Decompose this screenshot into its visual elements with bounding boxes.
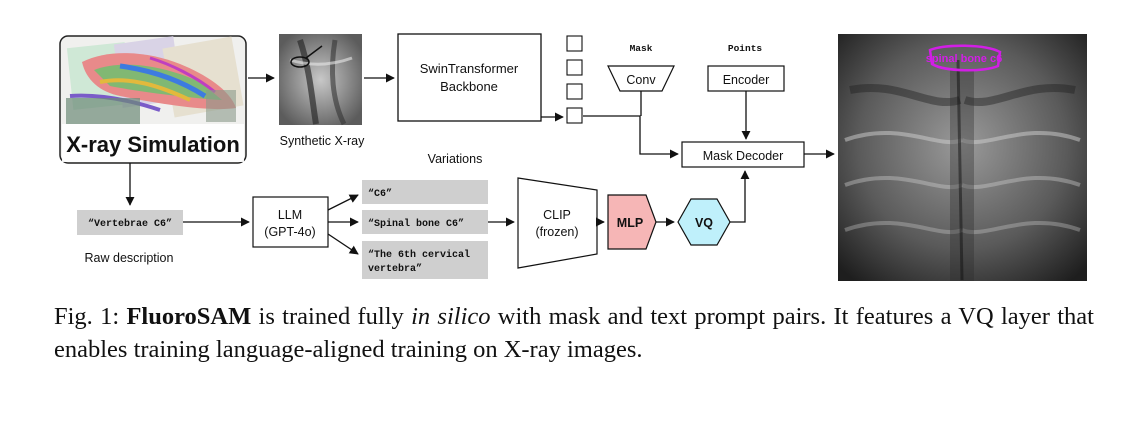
- llm-box: LLM (GPT-4o): [252, 196, 329, 248]
- llm-line2: (GPT-4o): [264, 225, 315, 239]
- simulation-render-image: [66, 36, 244, 124]
- caption-text-2: with mask and text prompt pairs. It feat…: [54, 303, 1094, 363]
- xray-simulation-panel: X-ray Simulation: [59, 35, 247, 164]
- variation-tag-2: “Spinal bone C6”: [362, 210, 488, 234]
- variation-1-text: “C6”: [368, 188, 392, 200]
- variation-tag-1: “C6”: [362, 180, 488, 204]
- encoder-box: Encoder: [707, 65, 785, 92]
- conv-label: Conv: [626, 73, 656, 87]
- output-xray-image: spinal bone c6: [838, 34, 1087, 281]
- encoder-label: Encoder: [723, 73, 770, 87]
- caption-bold-name: FluoroSAM: [126, 303, 252, 330]
- arrow-tokens-to-decoder: [583, 115, 679, 159]
- vq-block: VQ: [677, 198, 731, 246]
- arrow-llm-to-var1: [327, 194, 359, 211]
- caption-italic: in silico: [411, 303, 491, 330]
- mlp-block: MLP: [607, 194, 657, 250]
- vq-label: VQ: [695, 216, 713, 230]
- llm-line1: LLM: [278, 208, 302, 222]
- variation-3-line2: vertebra”: [368, 263, 422, 275]
- raw-description-label: Raw description: [85, 251, 174, 265]
- clip-block: CLIP (frozen): [517, 177, 598, 269]
- synthetic-xray-label: Synthetic X-ray: [280, 134, 366, 148]
- arrow-llm-to-var3: [327, 233, 359, 255]
- variation-3-line1: “The 6th cervical: [368, 249, 470, 261]
- backbone-line2: Backbone: [440, 79, 498, 94]
- clip-line1: CLIP: [543, 208, 571, 222]
- caption-prefix: Fig. 1:: [54, 303, 127, 330]
- variations-label: Variations: [428, 152, 483, 166]
- synthetic-xray-image: [279, 34, 362, 126]
- output-overlay-label: spinal bone c6: [926, 53, 1002, 65]
- arrow-vq-to-decoder: [730, 170, 750, 223]
- raw-description-tag: “Vertebrae C6”: [77, 210, 183, 235]
- xray-simulation-label: X-ray Simulation: [66, 132, 240, 157]
- figure-caption: Fig. 1: FluoroSAM is trained fully in si…: [54, 300, 1094, 366]
- mask-decoder-box: Mask Decoder: [681, 141, 805, 168]
- caption-text-1: is trained fully: [251, 303, 412, 330]
- points-header: Points: [728, 43, 763, 54]
- mlp-label: MLP: [617, 216, 643, 230]
- variation-2-text: “Spinal bone C6”: [368, 218, 464, 230]
- fluorosam-diagram: X-ray Simulation Synthetic X-ray SwinTra…: [59, 33, 1087, 281]
- swin-backbone-box: SwinTransformer Backbone: [397, 33, 542, 122]
- mask-decoder-label: Mask Decoder: [703, 149, 784, 163]
- backbone-line1: SwinTransformer: [420, 61, 519, 76]
- conv-block: Conv: [607, 65, 675, 92]
- mask-header: Mask: [630, 43, 653, 54]
- raw-input-text: “Vertebrae C6”: [88, 218, 172, 230]
- variation-tag-3: “The 6th cervical vertebra”: [362, 241, 488, 279]
- clip-line2: (frozen): [535, 225, 578, 239]
- feature-tokens: [566, 35, 583, 124]
